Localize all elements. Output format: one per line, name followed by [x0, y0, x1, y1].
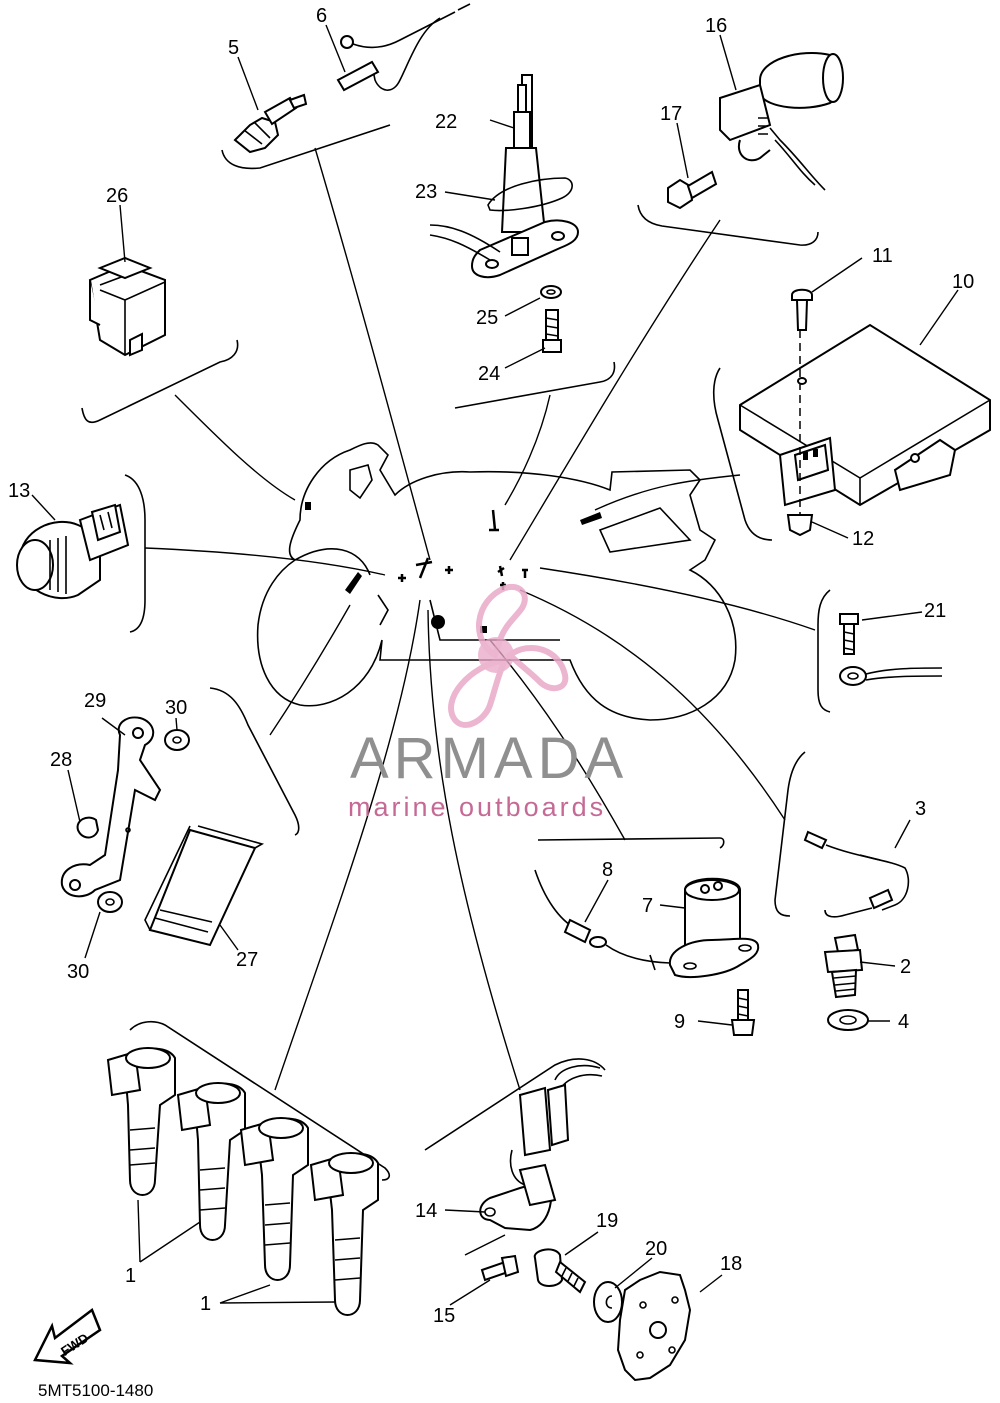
part-22-level-sensor	[429, 74, 580, 353]
callout-21: 21	[924, 600, 946, 622]
callout-30a: 30	[165, 697, 187, 719]
callout-19: 19	[596, 1210, 618, 1232]
part-27-regulator	[60, 716, 265, 947]
part-4-washer	[827, 1009, 869, 1031]
callout-24: 24	[478, 363, 500, 385]
callout-10: 10	[952, 271, 974, 293]
part-7-sensor	[534, 869, 760, 1036]
callout-17: 17	[660, 103, 682, 125]
part-19-bolt	[533, 1248, 587, 1294]
engine-outline	[256, 442, 737, 721]
part-6-lead	[336, 3, 471, 92]
callout-14: 14	[415, 1200, 437, 1222]
callout-9: 9	[674, 1011, 685, 1033]
callout-27: 27	[236, 949, 258, 971]
part-18-rotor	[616, 1270, 692, 1382]
callout-8: 8	[602, 859, 613, 881]
callout-25: 25	[476, 307, 498, 329]
callout-3: 3	[915, 798, 926, 820]
ignition-coil	[106, 1047, 176, 1196]
part-21-ground	[839, 613, 943, 686]
part-2-switch	[823, 933, 864, 999]
callout-5: 5	[228, 37, 239, 59]
watermark-subtitle: marine outboards	[348, 792, 606, 822]
part-13-thermo-switch	[16, 503, 130, 600]
diagram-code: 5MT5100-1480	[38, 1381, 153, 1400]
watermark-title: ARMADA	[350, 726, 628, 791]
callout-7: 7	[642, 895, 653, 917]
callout-20: 20	[645, 1238, 667, 1260]
mount-mark-icon	[305, 502, 311, 510]
part-26-relay	[88, 256, 166, 357]
callout-16: 16	[705, 15, 727, 37]
callout-1b: 1	[200, 1293, 211, 1315]
callout-4: 4	[898, 1011, 909, 1033]
ignition-coil	[309, 1152, 379, 1316]
part-20-washer	[593, 1281, 623, 1323]
part-10-ecu	[739, 288, 991, 537]
callout-13: 13	[8, 480, 30, 502]
callout-12: 12	[852, 528, 874, 550]
ignition-coil	[239, 1117, 309, 1281]
group-brackets	[81, 124, 831, 1181]
leader-lines	[144, 147, 816, 1091]
callout-leaders	[31, 24, 959, 1306]
callout-28: 28	[50, 749, 72, 771]
part-14-pickup-coil	[479, 1064, 603, 1232]
callout-30b: 30	[67, 961, 89, 983]
callout-1a: 1	[125, 1265, 136, 1287]
callout-15: 15	[433, 1305, 455, 1327]
callout-23: 23	[415, 181, 437, 203]
callout-22: 22	[435, 111, 457, 133]
callout-numbers: 1 1 2 3 4 5 6 7 8 9 10 11 12 13 14 15 16…	[8, 5, 974, 1327]
part-15-bolt	[480, 1254, 520, 1282]
watermark-logo	[448, 583, 569, 728]
part-3-lead	[803, 830, 910, 918]
callout-6: 6	[316, 5, 327, 27]
part-1-ignition-coils	[106, 1047, 379, 1316]
fwd-arrow-icon: FWD	[33, 1308, 102, 1365]
part-16-pickup	[667, 51, 844, 210]
callout-26: 26	[106, 185, 128, 207]
callout-29: 29	[84, 690, 106, 712]
callout-18: 18	[720, 1253, 742, 1275]
callout-11: 11	[872, 245, 893, 267]
ignition-coil	[176, 1082, 246, 1241]
callout-2: 2	[900, 956, 911, 978]
part-5-sensor	[233, 93, 308, 154]
